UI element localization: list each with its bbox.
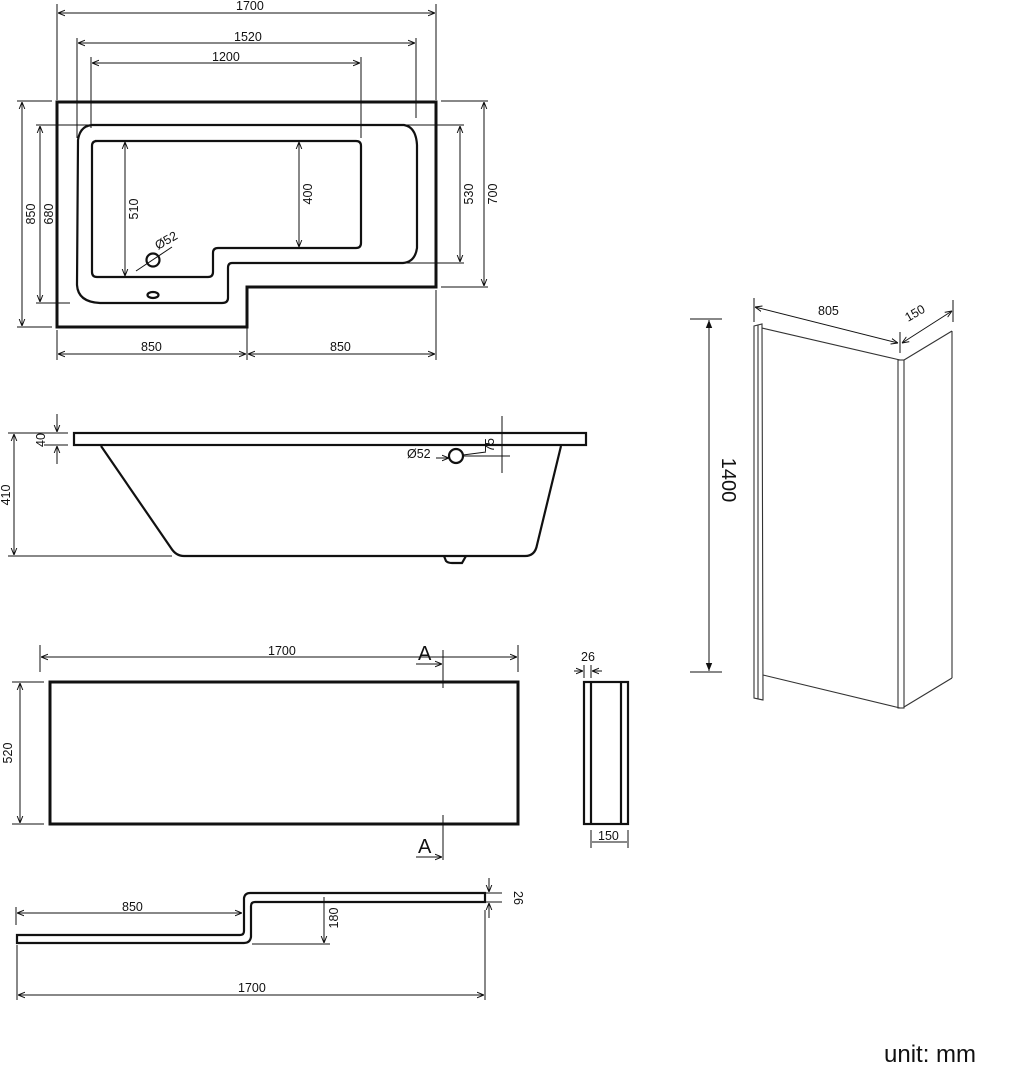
panel-height-label: 520 <box>1 743 15 764</box>
overflow-diameter-label: Ø52 <box>407 447 431 461</box>
front-panel: 1700 A A 520 <box>1 643 520 863</box>
overflow-offset-label: 75 <box>483 438 497 452</box>
plan-width-right-label: 700 <box>486 184 500 205</box>
panel-profile: 850 180 26 1700 <box>15 878 525 1000</box>
panel-length-label: 1700 <box>268 644 296 658</box>
plan-left-section-label: 850 <box>141 340 162 354</box>
plan-overall-length-label: 1700 <box>236 0 264 13</box>
plan-inner-depth-left-label: 510 <box>127 199 141 220</box>
plan-base-length-label: 1200 <box>212 50 240 64</box>
bath-screen: 805 150 1400 <box>690 298 954 709</box>
plan-right-section-label: 850 <box>330 340 351 354</box>
overall-height-label: 410 <box>0 485 13 506</box>
section-depth-label: 150 <box>598 829 619 843</box>
section-mark-top: A <box>418 643 432 665</box>
profile-left-length-label: 850 <box>122 900 143 914</box>
profile-step-label: 180 <box>327 908 341 929</box>
plan-overall-width-label: 850 <box>24 204 38 225</box>
screen-width-label: 805 <box>818 304 839 318</box>
plan-inner-width-left-label: 680 <box>42 204 56 225</box>
side-view: Ø52 75 40 410 <box>0 414 588 565</box>
plan-rim-length-label: 1520 <box>234 30 262 44</box>
plan-inner-width-right-label: 530 <box>462 184 476 205</box>
screen-height-label: 1400 <box>717 458 739 503</box>
unit-label: unit: mm <box>884 1041 976 1068</box>
section-thickness-label: 26 <box>581 650 595 664</box>
screen-depth-label: 150 <box>903 302 928 325</box>
panel-section: 26 150 <box>574 650 630 848</box>
section-mark-bottom: A <box>418 836 432 858</box>
profile-overall-length-label: 1700 <box>238 981 266 995</box>
plan-inner-depth-right-label: 400 <box>301 184 315 205</box>
profile-thickness-label: 26 <box>511 891 525 905</box>
plan-view-geometry: Ø52 1700 1520 1200 850 680 510 400 <box>0 0 620 370</box>
rim-thickness-label: 40 <box>34 433 48 447</box>
